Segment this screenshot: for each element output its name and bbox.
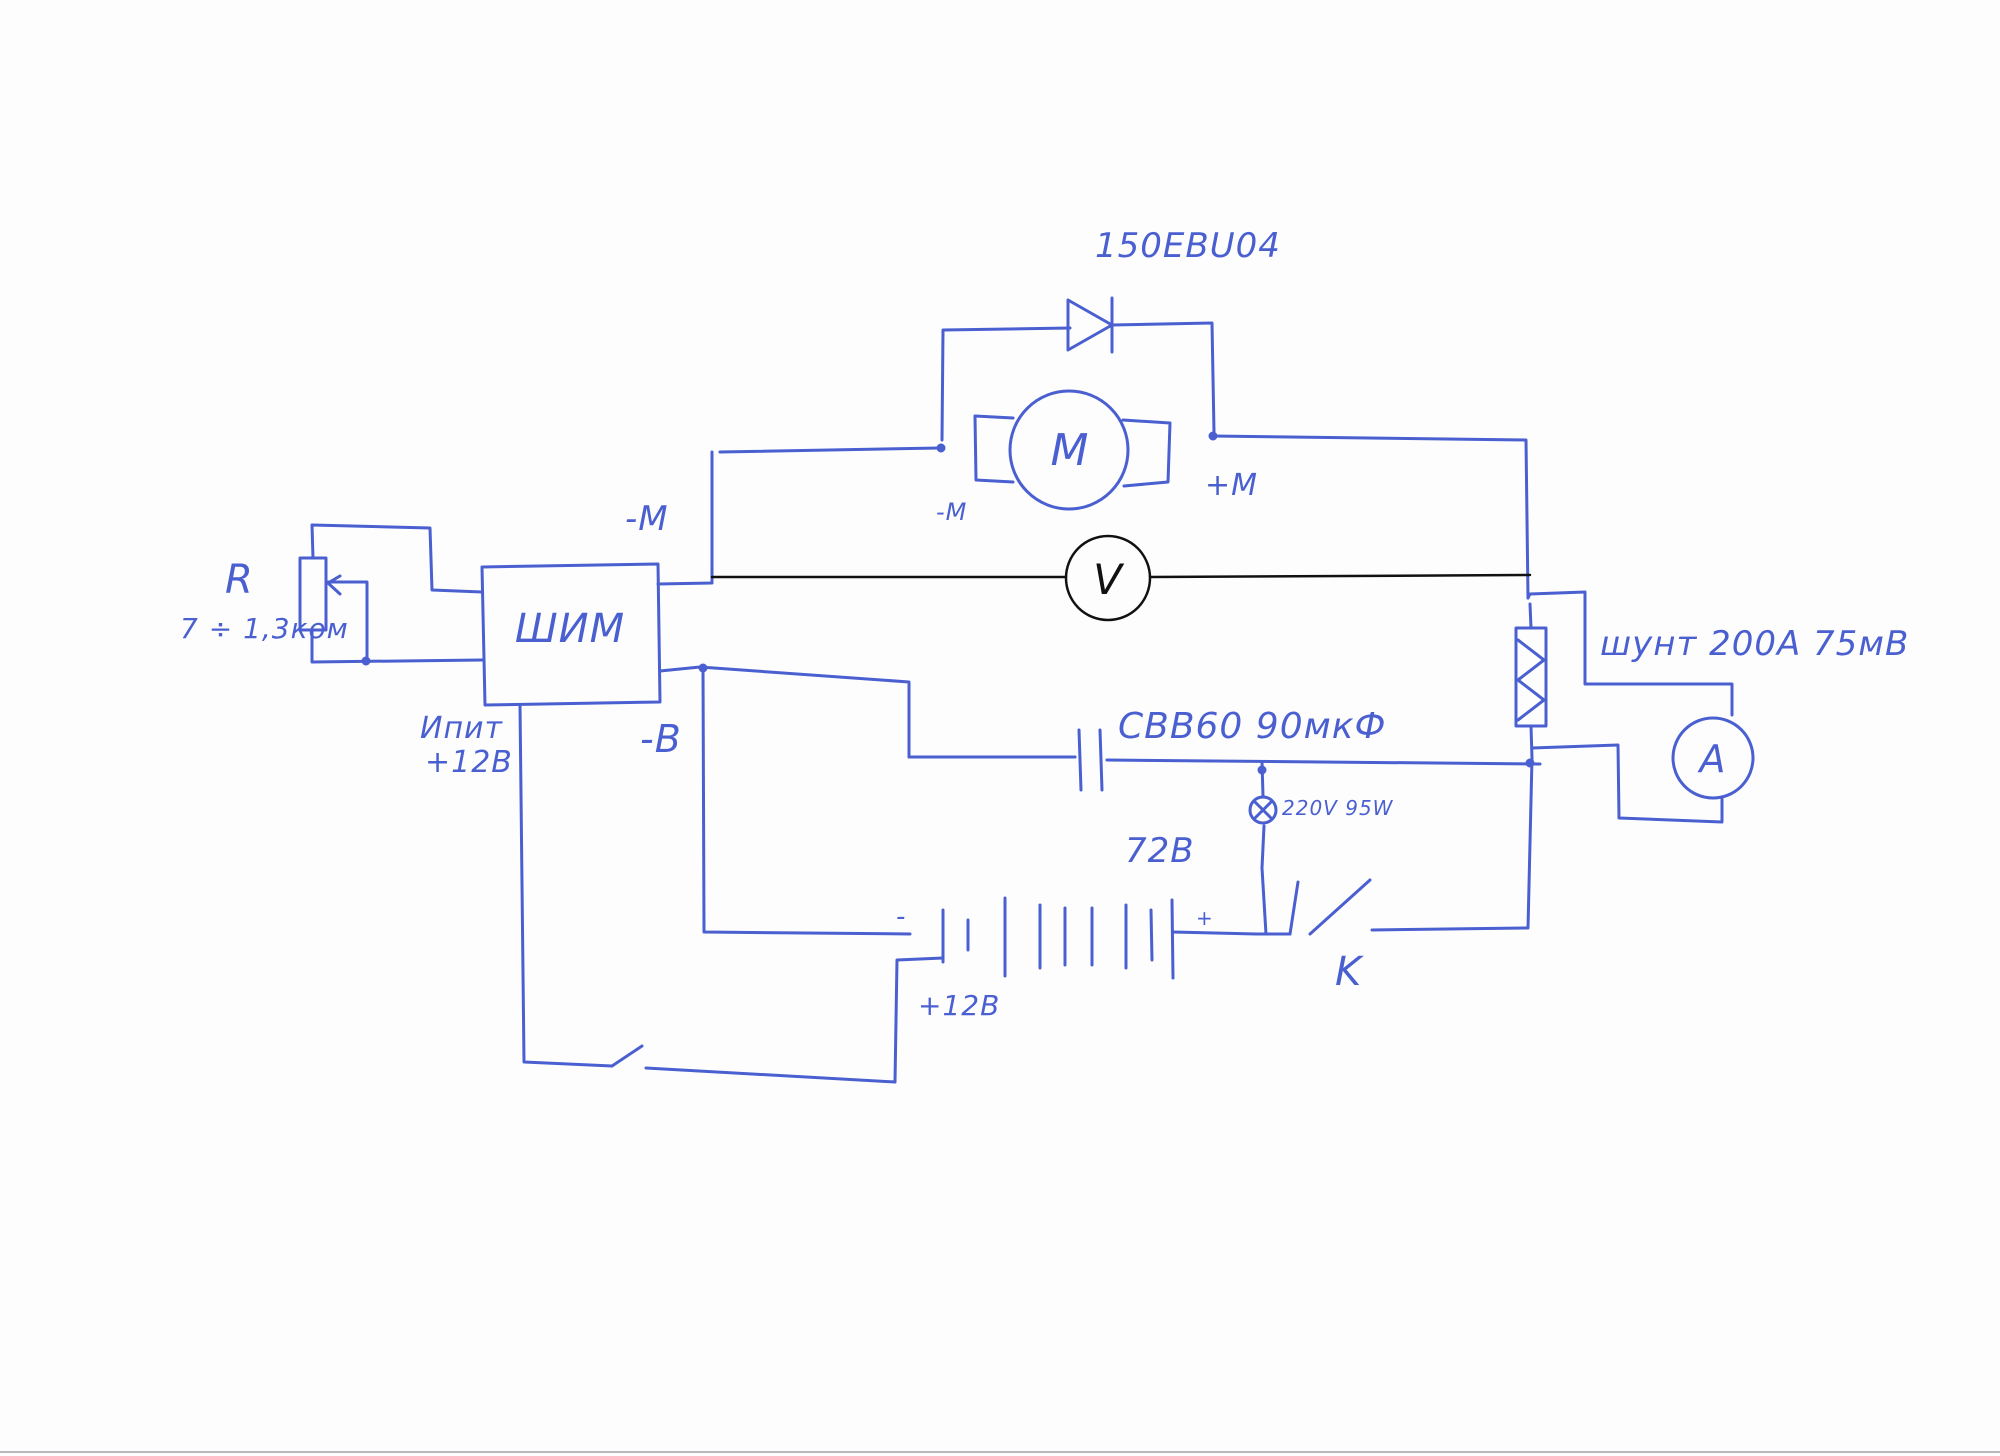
shunt-wire-top	[1526, 590, 1734, 717]
shunt-wire-bottom	[1370, 602, 1534, 932]
battery-icon	[941, 896, 1175, 980]
capacitor-label: CBB60 90мкФ	[1118, 706, 1386, 747]
ammeter-icon	[1671, 716, 1755, 800]
battery-plus-wire	[1171, 930, 1258, 936]
resistor-symbol: R	[225, 557, 254, 603]
battery-tap-label: +12В	[918, 989, 1000, 1022]
motor-minus-label: -M	[936, 498, 967, 526]
diode-branch-wire	[940, 321, 1216, 442]
lamp-label: 220V 95W	[1282, 796, 1394, 820]
motor-symbol: M	[1051, 425, 1090, 476]
motor-top-wire	[718, 434, 1530, 600]
diode-icon	[1066, 296, 1114, 354]
motor-icon	[973, 389, 1172, 511]
voltmeter-icon	[1064, 534, 1152, 622]
supply-label: Ипит	[420, 711, 504, 746]
pwm-motor-terminal-label: -M	[625, 499, 669, 539]
voltmeter-wire	[710, 573, 1532, 579]
pwm-box	[480, 562, 662, 707]
switch-label: K	[1335, 949, 1364, 995]
ammeter-symbol: A	[1697, 737, 1727, 781]
shunt-icon	[1514, 626, 1548, 728]
battery-minus-wire	[701, 666, 912, 936]
lamp-icon	[1248, 795, 1278, 825]
motor-plus-label: +M	[1205, 468, 1258, 503]
capacitor-wire	[907, 755, 1542, 766]
junction-dot	[1525, 758, 1535, 768]
battery-plus-sign: +	[1196, 906, 1214, 930]
potentiometer-icon	[298, 556, 342, 632]
battery-voltage-label: 72В	[1125, 831, 1195, 871]
pwm-battery-terminal-label: -B	[640, 717, 682, 761]
junction-dot	[1208, 431, 1218, 441]
capacitor-icon	[1077, 728, 1104, 792]
supply-wire	[518, 703, 945, 1084]
ammeter-wire	[1530, 743, 1724, 824]
junction-dot	[361, 656, 371, 666]
voltmeter-symbol: V	[1093, 555, 1125, 604]
shunt-label: шунт 200А 75мВ	[1600, 624, 1909, 664]
junction-dot	[1257, 765, 1267, 775]
battery-minus-sign: -	[896, 902, 906, 932]
pwm-label: ШИМ	[515, 606, 625, 652]
supply-voltage-label: +12В	[425, 745, 513, 780]
lamp-wire	[1260, 760, 1266, 870]
switch-wire	[1260, 866, 1268, 936]
pot-wires	[310, 523, 484, 664]
diode-label: 150EBU04	[1095, 226, 1281, 266]
junction-dot	[936, 443, 946, 453]
resistor-value: 7 ÷ 1,3ком	[180, 612, 349, 645]
switch-icon	[1254, 878, 1372, 936]
pwm-motor-wire	[656, 450, 714, 586]
pwm-battery-wire	[658, 665, 1077, 759]
